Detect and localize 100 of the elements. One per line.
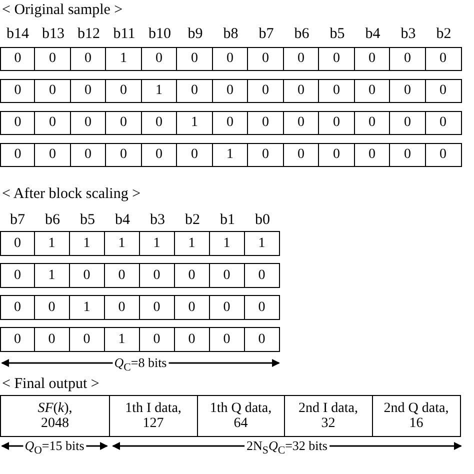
table-cell: 0 [389, 79, 426, 103]
table-cell: 0 [138, 263, 175, 288]
table-cell: 0 [68, 263, 105, 288]
table-cell: 0 [34, 111, 71, 135]
column-header: b13 [42, 26, 64, 43]
table-cell: 0 [354, 79, 390, 103]
table-cell: 0 [208, 295, 245, 320]
table-cell: 0 [138, 327, 175, 352]
table-cell: 0 [282, 143, 320, 167]
table-cell: 2nd I data, 32 [284, 395, 373, 437]
column-header: b6 [45, 212, 60, 229]
table-cell: 0 [0, 263, 35, 288]
column-header: b2 [436, 26, 452, 43]
table-cell: 0 [70, 79, 106, 103]
table-cell: 0 [354, 143, 390, 167]
table-cell: 0 [424, 143, 462, 167]
table-cell: 1th I data, 127 [108, 395, 198, 437]
column-header: b1 [220, 212, 235, 229]
table-cell: 0 [282, 111, 320, 135]
table-cell: 0 [318, 47, 355, 71]
table-cell: 0 [140, 47, 178, 71]
table-cell: 0 [0, 327, 35, 352]
section-heading: < Original sample > [2, 2, 123, 19]
table-cell: 1 [138, 231, 175, 256]
table-cell: 0 [105, 111, 142, 135]
table-cell: 0 [354, 111, 390, 135]
table-cell: 0 [212, 111, 248, 135]
table-cell: 0 [247, 111, 284, 135]
column-header: b3 [150, 212, 165, 229]
table-cell: 0 [244, 327, 280, 352]
table-cell: 0 [318, 79, 355, 103]
table-cell: 1 [140, 79, 178, 103]
table-cell: 2nd Q data, 16 [372, 395, 461, 437]
table-cell: 1 [244, 231, 280, 256]
table-cell: 0 [0, 231, 35, 256]
column-header: b7 [10, 212, 25, 229]
table-cell: 0 [424, 79, 462, 103]
column-header: b0 [255, 212, 270, 229]
column-header: b4 [365, 26, 380, 43]
table-cell: 0 [212, 47, 248, 71]
column-header: b14 [6, 26, 29, 43]
table-cell: 1th Q data, 64 [196, 395, 285, 437]
table-cell: 0 [244, 295, 280, 320]
table-cell: 0 [70, 143, 106, 167]
table-cell: 0 [0, 295, 35, 320]
table-cell: 1 [174, 231, 210, 256]
table-cell: 0 [318, 143, 355, 167]
table-cell: 0 [34, 143, 71, 167]
table-cell: 0 [282, 47, 320, 71]
table-cell: 0 [68, 327, 105, 352]
table-cell: 1 [68, 231, 105, 256]
table-cell: 0 [105, 79, 142, 103]
column-header: b2 [185, 212, 200, 229]
table-cell: 0 [176, 79, 213, 103]
table-cell: 0 [70, 111, 106, 135]
table-cell: 0 [0, 111, 36, 135]
section-heading: < Final output > [2, 376, 100, 393]
column-header: b12 [78, 26, 100, 43]
table-cell: 0 [212, 79, 248, 103]
table-cell: 0 [34, 79, 71, 103]
column-header: b11 [113, 26, 136, 43]
table-cell: 0 [34, 327, 70, 352]
table-cell: 0 [174, 295, 210, 320]
table-cell: 0 [34, 47, 71, 71]
column-header: b7 [258, 26, 274, 43]
table-cell: 1 [104, 231, 140, 256]
table-cell: 0 [174, 263, 210, 288]
table-cell: 1 [68, 295, 105, 320]
table-cell: 0 [208, 327, 245, 352]
table-cell: 0 [0, 143, 36, 167]
column-header: b3 [400, 26, 416, 43]
table-cell: 0 [176, 47, 213, 71]
table-cell: 0 [138, 295, 175, 320]
dimension-label: 2N$_{S}$Q$_{C}$=32 bits [244, 438, 330, 457]
table-cell: 0 [247, 47, 284, 71]
dimension-label: Q$_{C}$=8 bits [112, 355, 169, 374]
dimension-label: Q$_{O}$=15 bits [22, 438, 86, 457]
table-cell: 1 [212, 143, 248, 167]
table-cell: 0 [247, 143, 284, 167]
table-cell: 0 [318, 111, 355, 135]
table-cell: 0 [34, 295, 70, 320]
table-cell: 1 [104, 327, 140, 352]
table-cell: 0 [176, 143, 213, 167]
column-header: b10 [148, 26, 171, 43]
column-header: b8 [223, 26, 238, 43]
table-cell: 0 [389, 143, 426, 167]
section-heading: < After block scaling > [2, 186, 141, 203]
table-cell: 0 [174, 327, 210, 352]
table-cell: 0 [244, 263, 280, 288]
table-cell: 0 [140, 111, 178, 135]
table-cell: 0 [0, 79, 36, 103]
table-cell: 0 [354, 47, 390, 71]
table-cell: 1 [208, 231, 245, 256]
table-cell: 0 [70, 47, 106, 71]
table-cell: 0 [104, 295, 140, 320]
table-cell: 0 [140, 143, 178, 167]
column-header: b4 [115, 212, 130, 229]
table-cell: SF(k), 2048 [0, 395, 110, 437]
table-cell: 0 [247, 79, 284, 103]
table-cell: 1 [34, 263, 70, 288]
